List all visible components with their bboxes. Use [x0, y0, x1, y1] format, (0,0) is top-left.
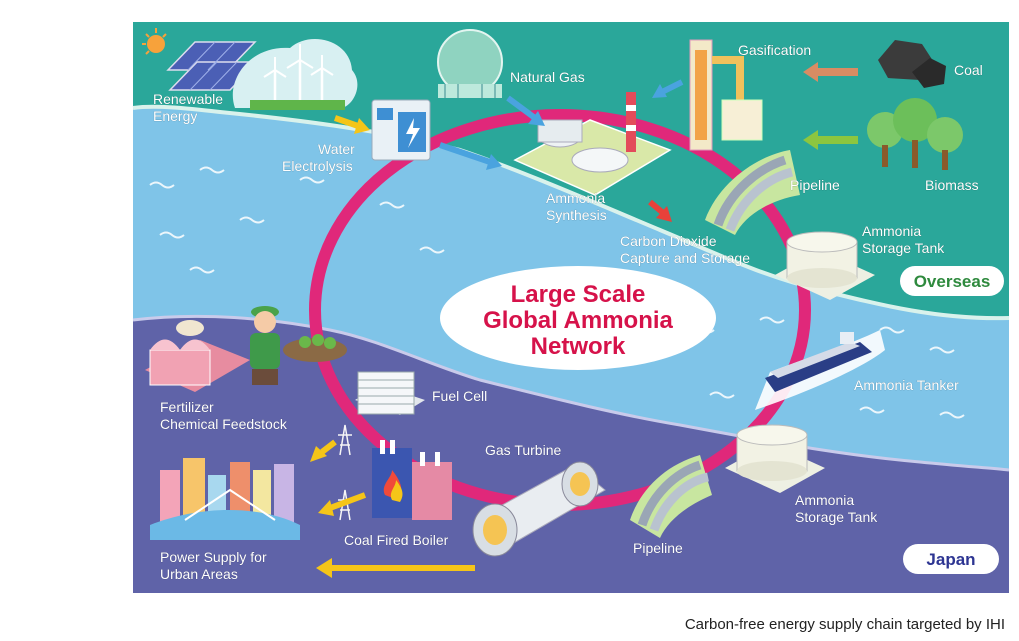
arrow-coal-gasification: [803, 62, 858, 82]
label-tanker: Ammonia Tanker: [854, 377, 959, 393]
label-renewable-2: Energy: [153, 108, 197, 124]
gas-sphere-icon: [437, 29, 503, 98]
center-ellipse: [440, 266, 716, 370]
label-ccs-1: Carbon Dioxide: [620, 233, 717, 249]
label-water-1: Water: [318, 141, 355, 157]
label-fertilizer-1: Fertilizer: [160, 399, 214, 415]
label-power-2: Urban Areas: [160, 566, 238, 582]
fuel-cell-icon: [355, 371, 425, 415]
figure-caption: Carbon-free energy supply chain targeted…: [684, 616, 1005, 633]
boiler-icon: [372, 440, 452, 520]
label-storage-japan-1: Ammonia: [795, 492, 854, 508]
electrolyzer-icon: [371, 99, 431, 161]
arrow-renewable-electrolysis: [334, 115, 370, 134]
label-storage-overseas-2: Storage Tank: [862, 240, 945, 256]
coal-icon: [878, 40, 946, 88]
arrow-biomass-gasification: [803, 130, 858, 150]
label-gasification: Gasification: [738, 42, 811, 58]
pipeline-icon: [630, 455, 712, 538]
ammonia-plant-icon: [513, 92, 672, 196]
label-fuel-cell: Fuel Cell: [432, 388, 487, 404]
gasifier-icon: [689, 39, 763, 151]
label-renewable-1: Renewable: [153, 91, 223, 107]
pipeline-icon: [705, 150, 800, 235]
label-pipeline-overseas: Pipeline: [790, 177, 840, 193]
wind-turbine-icon: [232, 39, 358, 110]
sun-icon: [142, 28, 167, 55]
label-fertilizer-2: Chemical Feedstock: [160, 416, 288, 432]
center-title-line2: Global Ammonia: [483, 307, 673, 334]
center-title-line1: Large Scale: [511, 281, 646, 308]
japan-region: [133, 316, 1009, 593]
gas-turbine-icon: [472, 461, 606, 557]
label-storage-japan-2: Storage Tank: [795, 509, 878, 525]
factory-icon: [145, 320, 250, 392]
center-title-line3: Network: [531, 333, 626, 360]
japan-badge: [903, 544, 999, 574]
trees-icon: [867, 98, 963, 170]
label-ammonia-synthesis-2: Synthesis: [546, 207, 607, 223]
arrow-fuelcell-city: [310, 439, 337, 462]
arrow-gasification-plant: [652, 79, 684, 98]
overseas-badge: [900, 266, 1004, 296]
city-icon: [150, 458, 300, 540]
label-ammonia-synthesis-1: Ammonia: [546, 190, 605, 206]
farmer-icon: [250, 306, 347, 385]
arrow-boiler-city: [318, 492, 367, 516]
storage-tank-icon: [725, 424, 825, 493]
storage-tank-icon: [775, 231, 875, 300]
arrow-gas-plant: [506, 95, 545, 126]
label-ccs-2: Capture and Storage: [620, 250, 750, 266]
label-coal: Coal: [954, 62, 983, 78]
label-coal-boiler: Coal Fired Boiler: [344, 532, 449, 548]
label-natural-gas: Natural Gas: [510, 69, 585, 85]
arrow-electrolysis-plant: [439, 142, 502, 170]
label-gas-turbine: Gas Turbine: [485, 442, 561, 458]
label-pipeline-japan: Pipeline: [633, 540, 683, 556]
label-power-1: Power Supply for: [160, 549, 267, 565]
japan-shore: [132, 314, 1010, 472]
label-biomass: Biomass: [925, 177, 979, 193]
arrow-plant-ccs: [648, 199, 672, 222]
japan-badge-label: Japan: [926, 550, 975, 569]
label-water-2: Electrolysis: [282, 158, 353, 174]
tanker-ship-icon: [755, 330, 885, 410]
overseas-badge-label: Overseas: [914, 272, 991, 291]
label-storage-overseas-1: Ammonia: [862, 223, 921, 239]
arrow-turbine-city: [316, 558, 475, 578]
overseas-shore: [132, 104, 1010, 321]
